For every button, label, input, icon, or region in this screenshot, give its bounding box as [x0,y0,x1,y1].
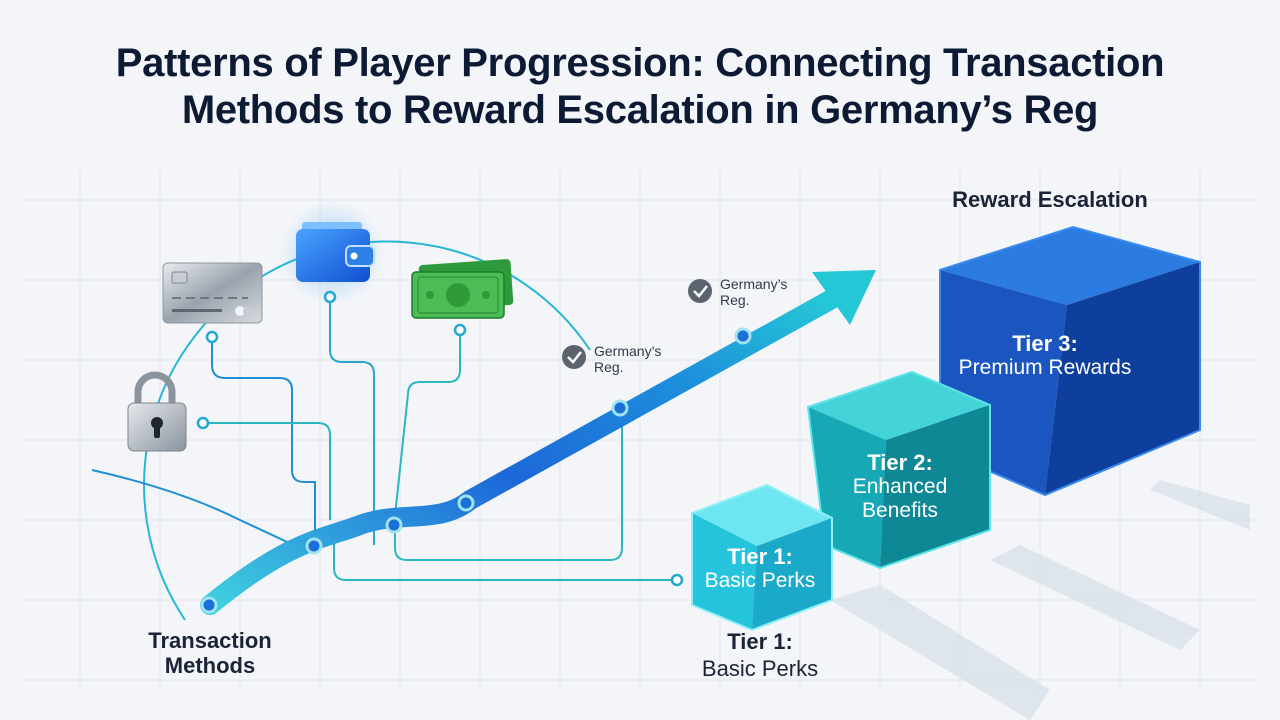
wallet-icon [296,222,375,282]
cube-shadows [830,480,1250,720]
regulation-checkpoint-2: Germany’s Reg. [720,276,787,308]
tier1-desc: Basic Perks [704,569,816,592]
tier2-cube-label: Tier 2: Enhanced Benefits [815,451,985,523]
tier1-name: Tier 1: [727,544,793,569]
connector-dots [196,290,684,587]
tier1-cube [691,483,833,632]
progression-arrow [200,290,840,615]
tier3-cube-label: Tier 3: Premium Rewards [940,332,1150,380]
checkmark-icon [562,345,586,369]
reg2-line-1: Germany’s [720,276,788,292]
reg1-line-1: Germany’s [594,343,662,359]
credit-card-icon [162,262,263,324]
tier2-desc-line-1: Enhanced [852,475,948,498]
transaction-methods-label: Transaction Methods [120,628,300,678]
connector-lines [91,297,676,581]
tier3-desc: Premium Rewards [958,356,1132,379]
transaction-methods-line-1: Transaction [148,628,272,653]
tier1-cube-label: Tier 1: Basic Perks [690,545,830,593]
title-line-2: Methods to Reward Escalation in Germany’… [181,88,1099,132]
reward-escalation-label: Reward Escalation [952,187,1148,212]
tier2-name: Tier 2: [867,450,933,475]
checkmark-icon [688,279,712,303]
title-line-1: Patterns of Player Progression: Connecti… [115,41,1165,85]
arrow-nodes [200,327,752,614]
arrow-icon [812,270,876,325]
regulation-checkpoint-1: Germany’s Reg. [594,343,661,375]
tier3-name: Tier 3: [1012,331,1078,356]
bottom-tier-desc: Basic Perks [701,656,819,681]
reg1-line-2: Reg. [594,359,624,375]
bottom-tier-label: Tier 1: Basic Perks [680,628,840,682]
reg2-line-2: Reg. [720,292,750,308]
page-title: Patterns of Player Progression: Connecti… [0,40,1280,134]
bottom-tier-name: Tier 1: [727,629,793,654]
padlock-icon [127,371,187,452]
banknote-icon [411,259,514,319]
tier2-desc-line-2: Benefits [862,499,938,522]
transaction-methods-line-2: Methods [164,653,256,678]
